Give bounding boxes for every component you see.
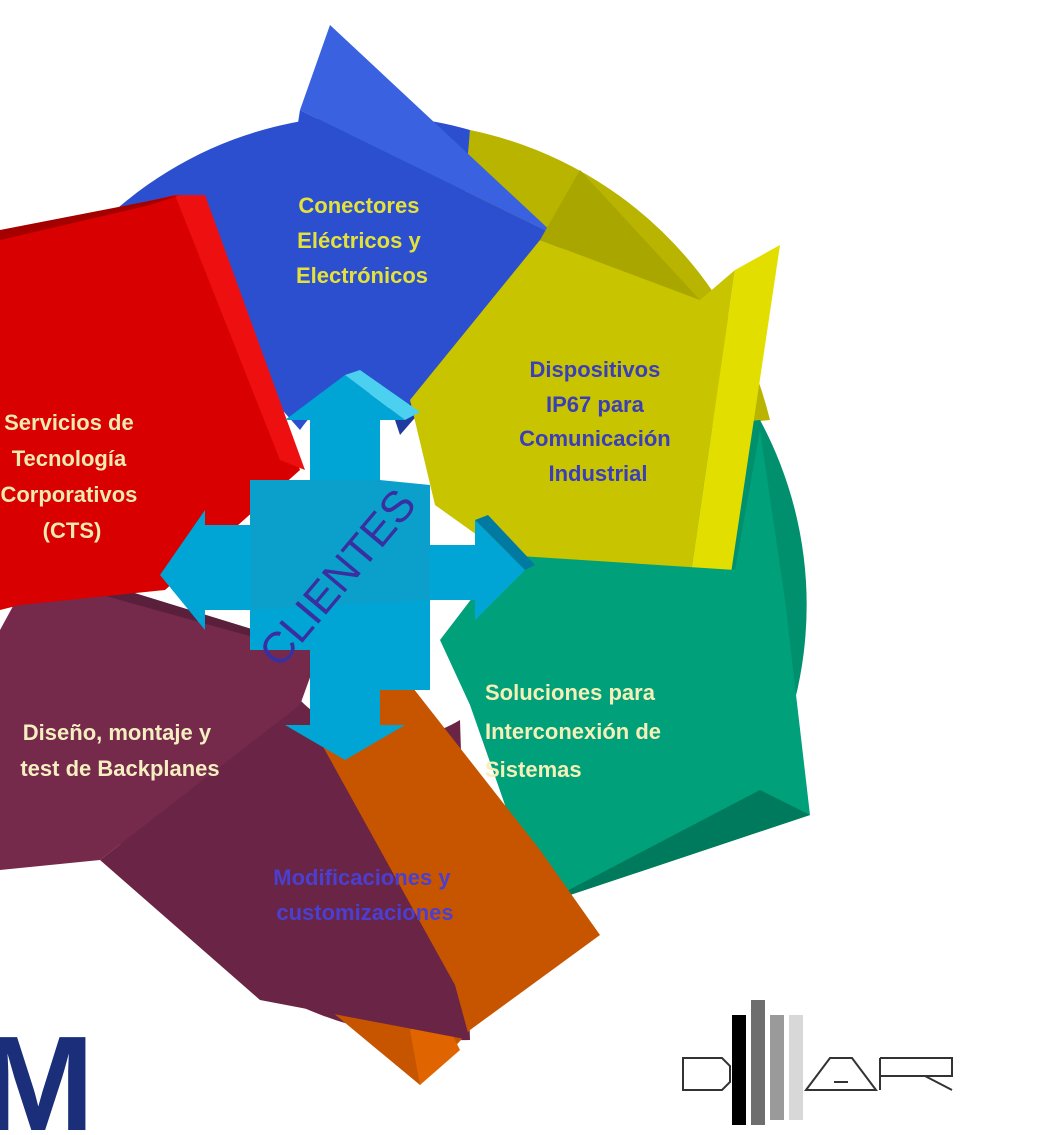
partial-logo-m: M <box>0 1008 94 1135</box>
label-modificaciones: Modificaciones y customizaciones <box>273 865 456 925</box>
segment-cts <box>0 195 305 610</box>
segment-dispositivos <box>410 170 780 580</box>
label-dispositivos: Dispositivos IP67 para Comunicación Indu… <box>519 357 677 486</box>
dar-logo <box>682 1000 953 1125</box>
label-conectores: Conectores Eléctricos y Electrónicos <box>296 193 428 288</box>
label-soluciones: Soluciones para Interconexión de Sistema… <box>485 680 667 782</box>
label-backplanes: Diseño, montaje y test de Backplanes <box>20 720 219 781</box>
center-cross <box>160 370 535 760</box>
segment-soluciones <box>440 430 810 905</box>
label-cts: Servicios de Tecnología Corporativos (CT… <box>0 410 143 543</box>
